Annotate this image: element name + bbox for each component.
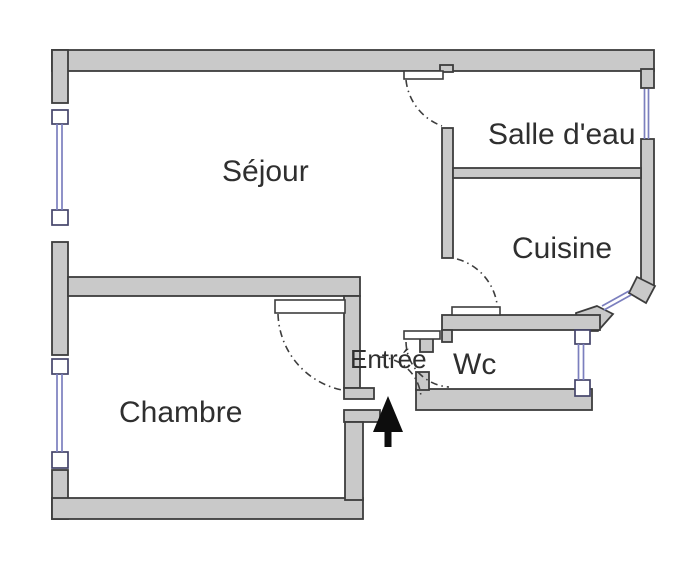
- door-leaf: [403, 330, 441, 340]
- room-label-cuisine: Cuisine: [512, 232, 612, 265]
- chambre-door: [274, 299, 346, 391]
- door-arc: [405, 341, 450, 388]
- wall-wc-bottom: [415, 388, 593, 411]
- entry-jamb-upper: [343, 387, 375, 400]
- room-labels-group: Séjour Salle d'eau Cuisine Wc Entrée Cha…: [119, 118, 636, 429]
- wall-wc-left-lower: [415, 371, 430, 391]
- salle-deau-door: [403, 70, 444, 127]
- wall-chamfer-upper: [627, 275, 657, 305]
- room-label-wc: Wc: [453, 348, 496, 381]
- doors-group: [274, 70, 501, 398]
- wall-wc-top-jamb: [441, 329, 453, 343]
- entrance-arrow: [373, 396, 403, 447]
- entry-jamb-lower: [343, 409, 381, 423]
- door-head-step: [439, 64, 454, 73]
- room-label-sejour: Séjour: [222, 155, 309, 188]
- wall-chambre-right-lower: [344, 421, 364, 501]
- wc-door: [403, 330, 450, 388]
- wall-right-mid: [640, 138, 655, 288]
- door-arc: [277, 313, 343, 391]
- wall-left-upper: [51, 49, 69, 104]
- door-leaf: [451, 306, 501, 316]
- wall-salledeau-cuisine: [452, 167, 642, 179]
- door-leaf: [403, 70, 444, 80]
- arrow-up-icon: [373, 396, 403, 432]
- chambre-window: [51, 358, 69, 469]
- door-arc: [405, 79, 443, 127]
- wall-bottom: [51, 497, 364, 520]
- wall-sejour-chambre: [67, 276, 361, 297]
- wall-sejour-salledeau: [441, 127, 454, 259]
- window-end-square: [51, 358, 69, 375]
- wall-left-mid: [51, 241, 69, 356]
- wall-wc-top: [441, 314, 601, 331]
- door-leaf: [274, 299, 346, 314]
- wc-window: [574, 329, 591, 397]
- window-end-square: [51, 209, 69, 226]
- sejour-window: [51, 109, 69, 226]
- cuisine-door: [451, 258, 501, 316]
- room-label-chambre: Chambre: [119, 396, 242, 429]
- room-label-entree: Entrée: [350, 344, 427, 374]
- arrow-stem: [384, 430, 392, 447]
- salle-deau-window: [643, 89, 650, 139]
- wall-chambre-entree: [343, 295, 361, 389]
- chamfer-window: [601, 290, 632, 311]
- walls-group: [51, 49, 657, 520]
- wall-top: [51, 49, 655, 72]
- window-end-square: [51, 451, 69, 469]
- windows-group: [51, 89, 650, 469]
- window-end-square: [574, 329, 591, 345]
- window-end-square: [51, 109, 69, 125]
- window-end-square: [574, 379, 591, 397]
- wall-right-upper: [640, 68, 655, 89]
- room-label-salle-deau: Salle d'eau: [488, 118, 636, 151]
- door-arc: [456, 258, 498, 305]
